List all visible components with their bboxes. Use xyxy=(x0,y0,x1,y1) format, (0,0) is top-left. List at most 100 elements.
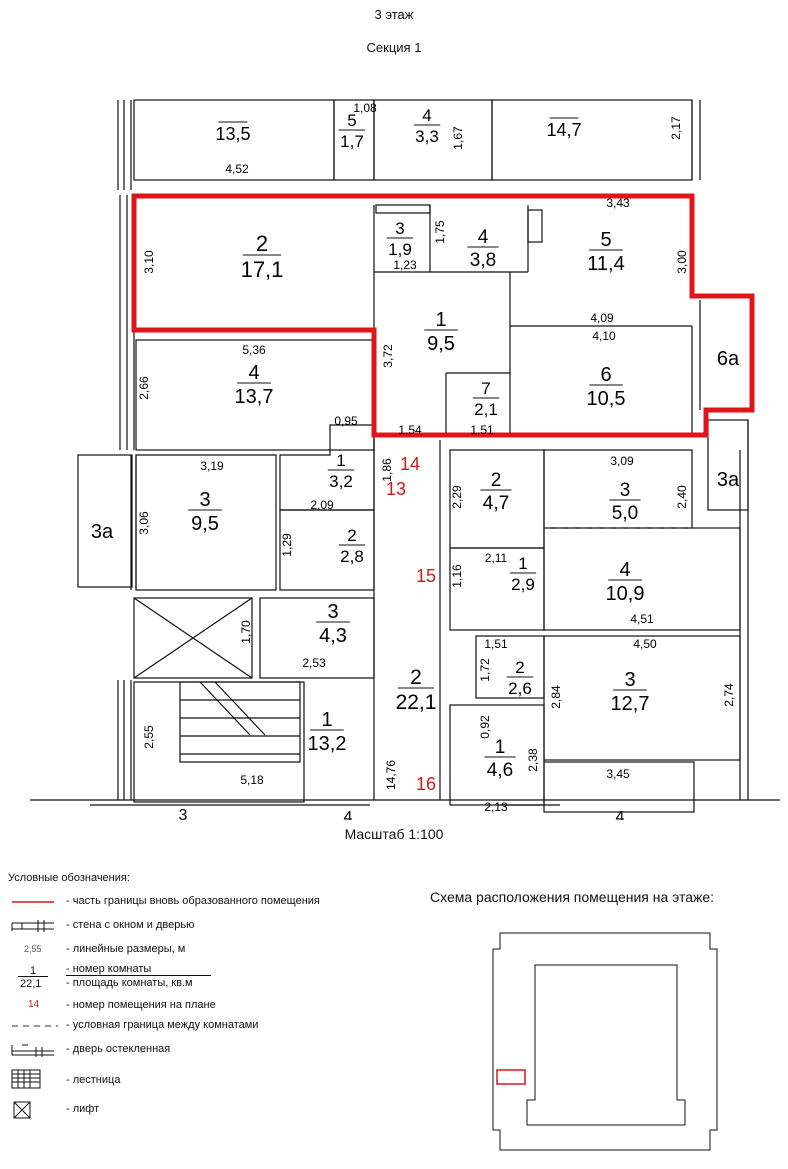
room-area: 12,7 xyxy=(611,693,650,715)
room-label: 113,2 xyxy=(308,709,347,755)
dimension-label: 3,43 xyxy=(606,196,630,210)
room-number: 3 xyxy=(395,219,404,238)
legend-text: - лифт xyxy=(66,1103,100,1115)
room-area: 11,4 xyxy=(587,253,624,275)
dimension-label: 4,51 xyxy=(630,612,654,626)
room-label: 51,7 xyxy=(338,111,366,151)
room-label: 413,7 xyxy=(235,362,274,408)
room-number: 2 xyxy=(491,470,502,491)
room-number: 5 xyxy=(600,229,611,251)
room-label: 13,2 xyxy=(327,451,355,491)
dimension-label: 0,92 xyxy=(478,715,492,739)
room-area: 5,0 xyxy=(612,503,638,524)
room-area: 4,6 xyxy=(487,760,513,781)
legend-text: - номер помещения на плане xyxy=(66,999,216,1011)
dimension-label: 1,72 xyxy=(478,658,492,682)
dimension-label: 2,38 xyxy=(526,748,540,772)
dimension-label: 2,40 xyxy=(675,485,689,509)
legend-text: - дверь остекленная xyxy=(66,1043,171,1055)
room-area: 2,9 xyxy=(511,575,535,594)
room-label: 34,3 xyxy=(316,601,350,647)
room-number: 1 xyxy=(518,554,527,573)
room-number: 3 xyxy=(620,480,631,501)
room-label: 13,5 xyxy=(215,121,251,144)
dimension-label: 1,67 xyxy=(451,126,465,150)
legend-text: - стена с окном и дверью xyxy=(66,919,195,931)
legend-roomnum: 1 22,1 - номер комнаты - площадь комнаты… xyxy=(8,963,408,995)
room-area: 10,5 xyxy=(587,388,626,410)
room-number: 6 xyxy=(600,364,611,386)
room-area: 17,1 xyxy=(241,257,284,282)
dimension-label: 2,11 xyxy=(485,551,508,565)
room-area: 2,8 xyxy=(340,547,364,566)
wall-window-icon xyxy=(11,920,54,932)
legend-planno-sample: 14 xyxy=(28,999,40,1010)
dimension-label: 3,00 xyxy=(675,250,689,274)
room-label: 19,5 xyxy=(424,309,458,355)
room-number: 5 xyxy=(347,111,356,130)
dimension-label: 2,74 xyxy=(722,683,736,707)
dimension-label: 1,70 xyxy=(239,620,253,644)
scale-label: Масштаб 1:100 xyxy=(344,826,444,842)
room-tag: 4 xyxy=(616,809,625,820)
room-label: 31,9 xyxy=(386,219,414,259)
dimension-label: 2,55 xyxy=(142,725,156,749)
dimension-label: 2,09 xyxy=(310,498,334,512)
highlighted-premises-boundary xyxy=(131,193,755,438)
room-area: 3,3 xyxy=(415,127,439,146)
room-number: 2 xyxy=(347,526,356,545)
legend-num-sample: 1 xyxy=(30,965,37,977)
room-label: 222,1 xyxy=(396,666,437,714)
room-label: 217,1 xyxy=(241,231,284,282)
room-tag: 3а xyxy=(91,521,114,543)
dimension-label: 2,17 xyxy=(669,116,683,140)
legend-dims: 2,55 - линейные размеры, м xyxy=(8,941,408,959)
room-tag: 3 xyxy=(179,807,188,820)
room-area: 1,9 xyxy=(388,240,412,259)
room-label: 39,5 xyxy=(188,489,222,535)
scheme-title: Схема расположения помещения на этаже: xyxy=(430,889,715,905)
legend-wall: - стена с окном и дверью xyxy=(8,917,408,935)
room-area: 4,7 xyxy=(483,493,509,514)
dimension-label: 4,52 xyxy=(225,162,249,176)
dimension-label: 1,23 xyxy=(393,258,417,272)
room-number: 7 xyxy=(481,379,490,398)
room-number: 3 xyxy=(624,669,635,691)
dimension-label: 2,29 xyxy=(450,485,464,509)
room-label: 24,7 xyxy=(480,470,512,514)
room-area: 9,5 xyxy=(427,333,455,355)
room-number: 2 xyxy=(515,658,524,677)
dimension-label: 1,16 xyxy=(450,564,464,588)
room-area: 3,8 xyxy=(470,250,496,271)
room-label: 35,0 xyxy=(609,480,641,524)
plan-number: 13 xyxy=(386,479,406,499)
legend-title: Условные обозначения: xyxy=(8,872,130,884)
legend-boundary: - часть границы вновь образованного поме… xyxy=(8,893,408,911)
room-label: 12,9 xyxy=(509,554,537,594)
room-area: 22,1 xyxy=(396,691,437,714)
plan-number: 15 xyxy=(416,566,436,586)
room-label: 72,1 xyxy=(472,379,500,419)
room-tag: 4 xyxy=(344,809,353,820)
legend-text: - номер комнаты xyxy=(66,963,152,975)
room-area: 1,7 xyxy=(340,132,364,151)
room-area: 4,3 xyxy=(319,625,347,647)
room-number: 4 xyxy=(248,362,259,384)
room-number: 1 xyxy=(495,737,506,758)
room-number: 1 xyxy=(336,451,345,470)
dimension-label: 2,13 xyxy=(484,800,508,814)
plan-number: 14 xyxy=(400,454,420,474)
dimension-label: 2,66 xyxy=(137,376,151,400)
room-area: 14,7 xyxy=(546,120,581,140)
plan-number: 16 xyxy=(416,774,436,794)
room-label: 14,6 xyxy=(484,737,516,781)
room-label: 14,7 xyxy=(546,117,582,140)
room-label: 43,8 xyxy=(467,227,499,271)
dimension-label: 3,45 xyxy=(606,767,630,781)
room-tag: 6а xyxy=(717,348,740,370)
room-number: 4 xyxy=(478,227,489,248)
boundary-line-icon xyxy=(12,901,54,903)
location-scheme xyxy=(492,932,718,1151)
